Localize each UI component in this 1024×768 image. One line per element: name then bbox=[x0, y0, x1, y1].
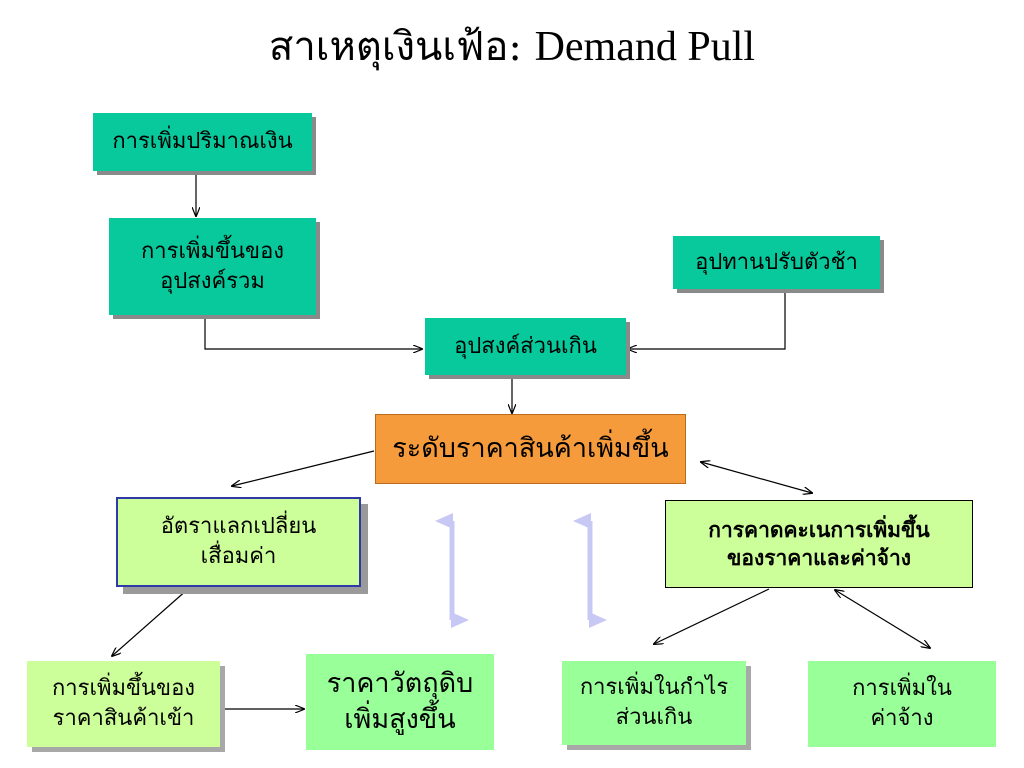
arrow-expectation-to-profit bbox=[654, 588, 770, 644]
node-wage: การเพิ่มใน ค่าจ้าง bbox=[808, 661, 996, 747]
page-title: สาเหตุเงินเฟ้อ: Demand Pull bbox=[0, 14, 1024, 78]
arrow-demand-to-excess bbox=[204, 316, 422, 349]
node-aggregate-demand-line2: อุปสงค์รวม bbox=[160, 268, 265, 294]
title-thai: สาเหตุเงินเฟ้อ: bbox=[268, 24, 522, 70]
node-exchange-rate-line1: อัตราแลกเปลี่ยน bbox=[160, 514, 317, 540]
node-aggregate-demand: การเพิ่มขึ้นของ อุปสงค์รวม bbox=[109, 218, 316, 315]
node-excess-demand-text: อุปสงค์ส่วนเกิน bbox=[454, 333, 597, 359]
node-wage-line1: การเพิ่มใน bbox=[852, 676, 952, 702]
arrow-expectation-wage bbox=[835, 590, 930, 648]
node-price-level-text: ระดับราคาสินค้าเพิ่มขึ้น bbox=[392, 432, 669, 464]
node-raw-materials: ราคาวัตถุดิบ เพิ่มสูงขึ้น bbox=[306, 654, 494, 750]
node-wage-line2: ค่าจ้าง bbox=[870, 706, 934, 731]
node-money-increase-text: การเพิ่มปริมาณเงิน bbox=[112, 129, 293, 155]
node-expectation: การคาดคะเนการเพิ่มขึ้น ของราคาและค่าจ้าง bbox=[665, 500, 973, 588]
arrow-price-expectation bbox=[701, 462, 812, 493]
node-slow-supply-text: อุปทานปรับตัวช้า bbox=[695, 249, 858, 275]
node-slow-supply: อุปทานปรับตัวช้า bbox=[673, 236, 880, 289]
node-profit-line1: การเพิ่มในกำไร bbox=[579, 675, 729, 701]
node-exchange-rate: อัตราแลกเปลี่ยน เสื่อมค่า bbox=[116, 497, 361, 587]
node-expectation-line1: การคาดคะเนการเพิ่มขึ้น bbox=[708, 516, 930, 542]
node-profit: การเพิ่มในกำไร ส่วนเกิน bbox=[562, 661, 746, 745]
node-price-level: ระดับราคาสินค้าเพิ่มขึ้น bbox=[375, 414, 686, 484]
node-import-price-line2: ราคาสินค้าเข้า bbox=[52, 706, 195, 731]
node-exchange-rate-line2: เสื่อมค่า bbox=[200, 544, 277, 569]
node-money-increase: การเพิ่มปริมาณเงิน bbox=[93, 113, 312, 171]
node-profit-line2: ส่วนเกิน bbox=[615, 705, 693, 730]
node-raw-materials-line1: ราคาวัตถุดิบ bbox=[326, 667, 474, 699]
title-english: Demand Pull bbox=[534, 24, 756, 70]
node-import-price: การเพิ่มขึ้นของ ราคาสินค้าเข้า bbox=[27, 661, 220, 747]
node-excess-demand: อุปสงค์ส่วนเกิน bbox=[425, 318, 626, 375]
node-expectation-line2: ของราคาและค่าจ้าง bbox=[726, 545, 911, 570]
node-aggregate-demand-line1: การเพิ่มขึ้นของ bbox=[140, 238, 285, 264]
node-raw-materials-line2: เพิ่มสูงขึ้น bbox=[344, 704, 456, 735]
arrow-supply-to-excess bbox=[628, 290, 786, 349]
node-import-price-line1: การเพิ่มขึ้นของ bbox=[51, 676, 196, 702]
arrow-exchange-to-import bbox=[112, 588, 189, 656]
arrow-price-to-exchange bbox=[232, 450, 375, 486]
